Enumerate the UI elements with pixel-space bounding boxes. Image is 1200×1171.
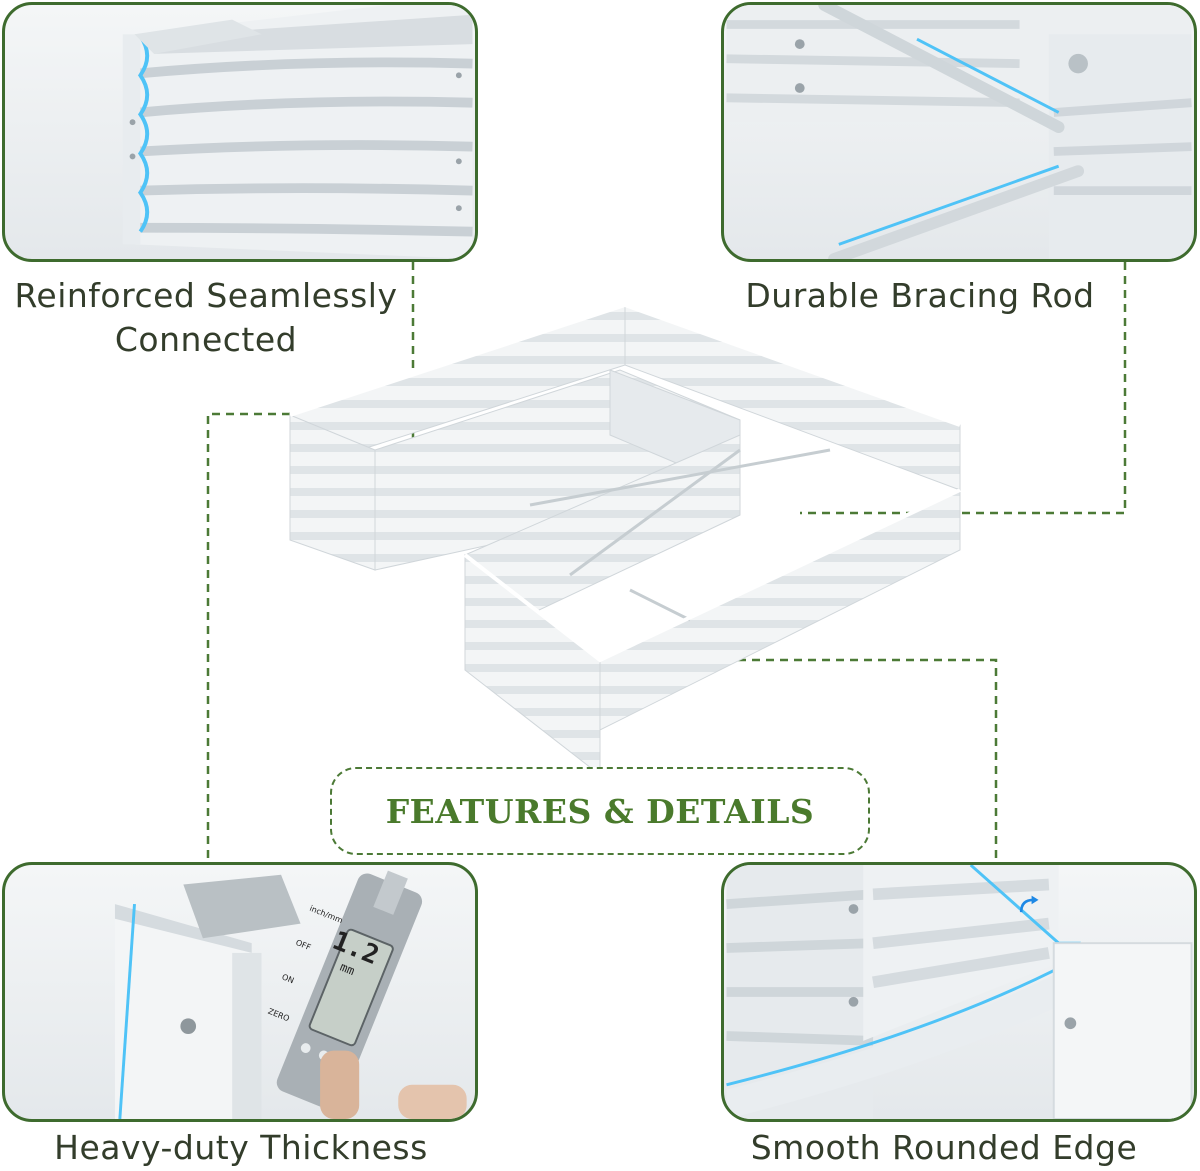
rounded-edge-illustration bbox=[726, 865, 1193, 1119]
panel-rounded-edge bbox=[721, 862, 1197, 1122]
caliper-illustration bbox=[114, 870, 467, 1119]
caption-smooth-rounded-edge: Smooth Rounded Edge bbox=[750, 1128, 1138, 1167]
features-title-box: FEATURES & DETAILS bbox=[330, 767, 870, 855]
features-title: FEATURES & DETAILS bbox=[385, 791, 815, 831]
caption-heavy-duty-thickness: Heavy-duty Thickness bbox=[54, 1128, 428, 1167]
panel-reinforced-seams bbox=[2, 2, 478, 262]
caliper-label-off: OFF bbox=[294, 938, 313, 953]
panel-bracing-rod bbox=[721, 2, 1197, 262]
rotation-arrow-icon bbox=[1019, 895, 1039, 913]
caliper-label-on: ON bbox=[280, 972, 296, 986]
caption-line-1: Reinforced Seamlessly bbox=[14, 276, 398, 315]
panel-thickness: 1.2 mm inch/mm OFF ON ZERO bbox=[2, 862, 478, 1122]
bracing-rod-illustration bbox=[726, 5, 1192, 259]
u-shaped-raised-bed-illustration bbox=[288, 302, 961, 777]
caption-reinforced-seamlessly: Reinforced Seamlessly Connected bbox=[0, 274, 412, 362]
caption-line-2: Connected bbox=[114, 320, 298, 359]
seam-closeup-illustration bbox=[122, 5, 473, 259]
caption-durable-bracing-rod: Durable Bracing Rod bbox=[745, 276, 1095, 315]
